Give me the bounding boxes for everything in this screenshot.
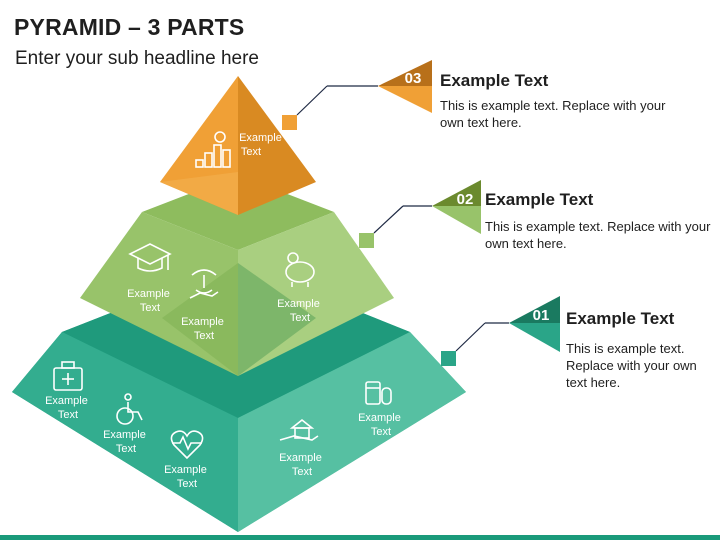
connector-01	[441, 322, 509, 366]
level-3-right-face	[238, 76, 316, 215]
level-2-icon-label-3: Example Text	[277, 298, 323, 324]
level-2-icon-label-2: Example Text	[181, 316, 227, 342]
page-subtitle: Enter your sub headline here	[15, 48, 259, 69]
callout-03-line-1: This is example text. Replace with your	[440, 98, 666, 113]
wheelchair-icon	[116, 393, 143, 425]
medicine-icon	[365, 381, 392, 405]
level-3-icon-label: Example Text	[239, 132, 285, 158]
level-2-icon-label-1: Example Text	[127, 288, 173, 314]
svg-text:01: 01	[533, 307, 550, 324]
connector-03	[282, 85, 378, 130]
svg-text:02: 02	[457, 191, 474, 208]
hand-plant-icon	[189, 269, 219, 299]
level-1-icon-label-3: Example Text	[164, 464, 210, 490]
level-3-base-left	[160, 172, 238, 215]
level-1-front-right	[238, 332, 466, 532]
callout-02-body: This is example text. Replace with your …	[485, 218, 710, 252]
level-1-icon-label-4: Example Text	[279, 452, 325, 478]
level-1-icon-label-1: Example Text	[45, 395, 91, 421]
callout-02-heading: Example Text	[485, 190, 594, 209]
page-title: PYRAMID – 3 PARTS	[14, 14, 245, 40]
hand-house-icon	[279, 418, 319, 441]
heart-pulse-icon	[170, 430, 204, 460]
level-2-inner-right	[238, 263, 316, 376]
graduation-cap-icon	[128, 243, 172, 272]
callout-02-line-2: own text here.	[485, 236, 567, 251]
svg-text:03: 03	[405, 70, 422, 87]
coins-growth-icon	[195, 131, 231, 168]
callout-01-body: This is example text. Replace with your …	[566, 340, 697, 391]
level-1-icon-label-2: Example Text	[103, 429, 149, 455]
piggy-bank-icon	[285, 252, 315, 287]
level-1-icon-label-5: Example Text	[358, 412, 404, 438]
callout-01-line-2: Replace with your own	[566, 358, 697, 373]
callout-01-heading: Example Text	[566, 309, 675, 328]
callout-badge-02: 02	[432, 180, 481, 234]
pyramid-level-3	[160, 76, 316, 215]
callout-01-line-3: text here.	[566, 375, 621, 390]
level-2-inner-left	[162, 263, 238, 376]
callout-01-line-1: This is example text.	[566, 341, 685, 356]
callout-03-heading: Example Text	[440, 71, 549, 90]
first-aid-kit-icon	[53, 361, 83, 391]
callout-badge-03: 03	[378, 60, 432, 113]
callout-03-line-2: own text here.	[440, 115, 522, 130]
bottom-accent-bar	[0, 535, 720, 540]
callout-badge-01: 01	[509, 296, 560, 352]
callout-03-body: This is example text. Replace with your …	[440, 97, 665, 131]
connector-02	[359, 205, 432, 248]
callout-02-line-1: This is example text. Replace with your	[485, 219, 711, 234]
